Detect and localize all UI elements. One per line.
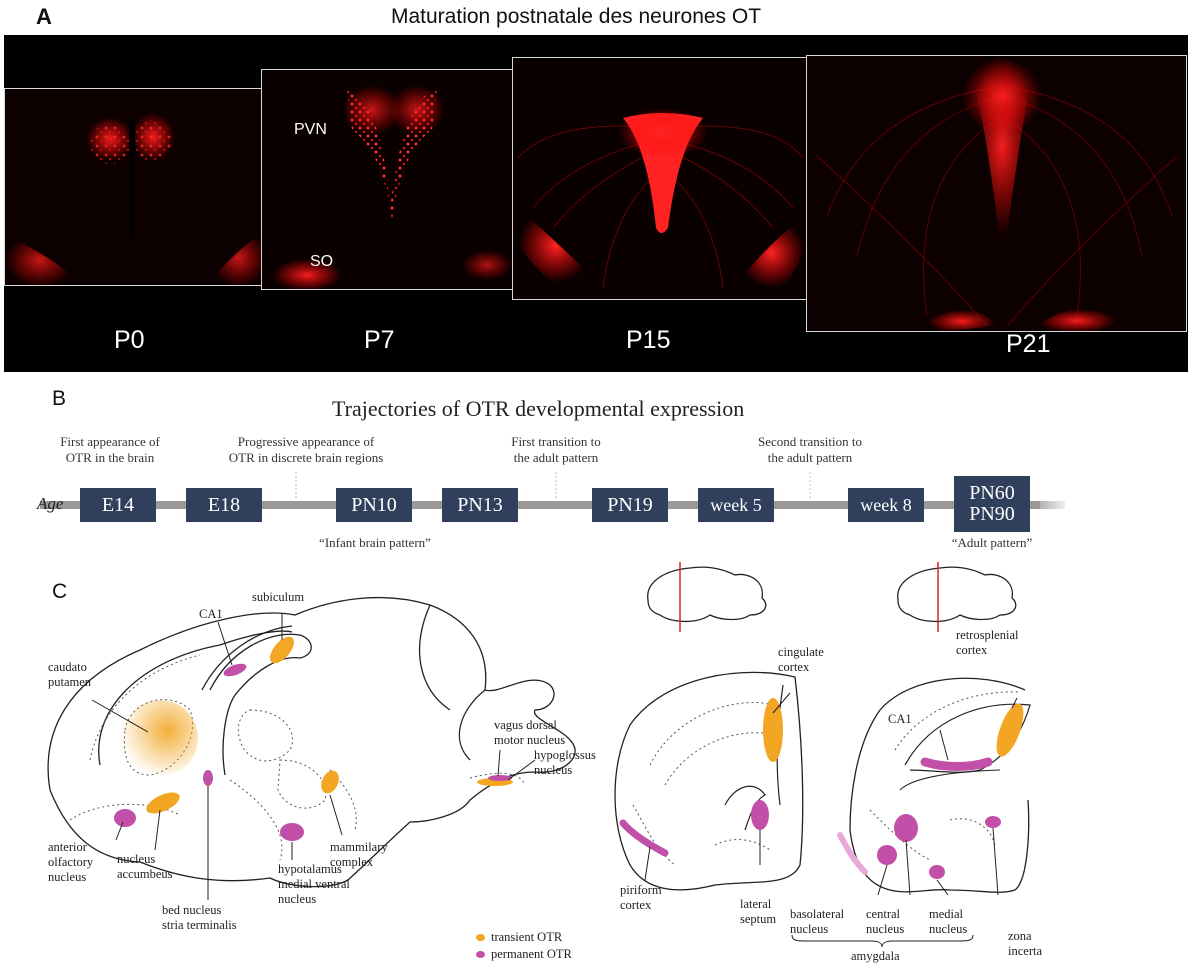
label-amygdala: amygdala bbox=[851, 949, 900, 963]
legend-item-permanent: permanent OTR bbox=[476, 947, 572, 962]
region-bed-nucleus bbox=[203, 770, 213, 786]
panel-a-title: Maturation postnatale des neurones OT bbox=[391, 5, 762, 28]
timeline-axis bbox=[40, 472, 1065, 509]
label-mammilary: mammilary complex bbox=[330, 840, 388, 869]
region-mammilary bbox=[321, 770, 339, 794]
stage-pn13: PN13 bbox=[442, 488, 518, 522]
label-vagus: vagus dorsal motor nucleus bbox=[494, 718, 566, 747]
label-lateral-septum: lateral septum bbox=[740, 897, 777, 926]
legend-label-transient: transient OTR bbox=[491, 930, 563, 944]
label-zona-incerta: zona incerta bbox=[1008, 929, 1043, 958]
age-label-p21: P21 bbox=[1006, 330, 1051, 358]
note-second-transition: Second transition to the adult pattern bbox=[758, 434, 862, 466]
age-label-p0: P0 bbox=[114, 326, 145, 354]
panel-a-letter: A bbox=[36, 4, 52, 29]
label-medial-nucleus: medial nucleus bbox=[929, 907, 968, 936]
label-hypoglossus: hypoglossus nucleus bbox=[534, 748, 596, 777]
region-ca1-coronal bbox=[920, 757, 993, 771]
panel-b-letter: B bbox=[52, 387, 67, 410]
stage-pn19: PN19 bbox=[592, 488, 668, 522]
stage-e18: E18 bbox=[186, 488, 262, 522]
label-ca1-coronal: CA1 bbox=[888, 712, 912, 726]
region-cingulate-cortex bbox=[763, 698, 783, 762]
label-bed-nucleus: bed nucleus stria terminalis bbox=[162, 903, 237, 932]
label-ca1-sagittal: CA1 bbox=[199, 607, 223, 621]
region-piriform-cortex bbox=[619, 819, 669, 857]
micrograph-p7-image bbox=[262, 70, 512, 289]
stage-week8: week 8 bbox=[848, 488, 924, 522]
region-subiculum bbox=[270, 636, 294, 664]
legend-label-permanent: permanent OTR bbox=[491, 947, 572, 961]
section-locator-icon-2 bbox=[897, 562, 1017, 632]
region-lateral-septum bbox=[751, 800, 769, 830]
note-infant-pattern: “Infant brain pattern” bbox=[319, 535, 431, 550]
label-nucleus-accumbens: nucleus accumbeus bbox=[117, 852, 173, 881]
region-ca1-sagittal bbox=[223, 663, 247, 677]
label-so: SO bbox=[310, 253, 334, 270]
region-retrosplenial-cortex bbox=[996, 703, 1024, 757]
stage-e14: E14 bbox=[80, 488, 156, 522]
region-hypothalamus bbox=[280, 823, 304, 841]
label-hypothalamus: hypotalamus medial ventral nucleus bbox=[278, 862, 350, 906]
region-zona-incerta bbox=[985, 816, 1001, 828]
age-label-p7: P7 bbox=[364, 326, 395, 354]
region-nucleus-accumbens bbox=[146, 792, 180, 814]
label-subiculum: subiculum bbox=[252, 590, 305, 604]
sagittal-brain-diagram bbox=[47, 596, 576, 900]
age-label-p15: P15 bbox=[626, 326, 671, 354]
note-progressive-appearance: Progressive appearance of OTR in discret… bbox=[228, 434, 384, 466]
coronal-section-2 bbox=[837, 677, 1031, 896]
legend-swatch-permanent bbox=[476, 951, 485, 958]
legend-swatch-transient bbox=[476, 934, 485, 941]
panel-c-letter: C bbox=[52, 580, 68, 603]
amygdala-bracket bbox=[791, 934, 974, 948]
coronal-section-1 bbox=[614, 671, 804, 891]
micrograph-p0-image bbox=[5, 89, 265, 285]
panel-b-title: Trajectories of OTR developmental expres… bbox=[332, 396, 745, 421]
stage-pn60-pn90: PN60 PN90 bbox=[954, 476, 1030, 532]
micrograph-p15 bbox=[512, 57, 807, 300]
stage-week5: week 5 bbox=[698, 488, 774, 522]
label-pvn: PVN bbox=[294, 121, 327, 138]
region-basolateral-nucleus bbox=[877, 845, 897, 865]
region-basolateral-edge bbox=[837, 832, 868, 875]
region-central-nucleus bbox=[894, 814, 918, 842]
note-first-appearance: First appearance of OTR in the brain bbox=[60, 434, 160, 466]
region-caudato-putamen bbox=[122, 700, 198, 776]
label-basolateral-nucleus: basolateral nucleus bbox=[790, 907, 845, 936]
region-vagus bbox=[488, 775, 512, 781]
micrograph-p15-image bbox=[513, 58, 806, 299]
label-cingulate-cortex: cingulate cortex bbox=[778, 645, 824, 674]
label-piriform-cortex: piriform cortex bbox=[620, 883, 662, 912]
micrograph-p0 bbox=[4, 88, 266, 286]
timeline-age-label: Age bbox=[37, 494, 64, 513]
region-medial-nucleus bbox=[929, 865, 945, 879]
legend: transient OTR permanent OTR bbox=[476, 930, 572, 962]
label-central-nucleus: central nucleus bbox=[866, 907, 905, 936]
micrograph-p21 bbox=[806, 55, 1187, 332]
section-locator-icon-1 bbox=[647, 562, 767, 632]
label-retrosplenial-cortex: retrosplenial cortex bbox=[956, 628, 1019, 657]
micrograph-p7: PVN SO bbox=[261, 69, 513, 290]
label-caudato-putamen: caudato putamen bbox=[48, 660, 92, 689]
micrograph-p21-image bbox=[807, 56, 1186, 331]
stage-pn10: PN10 bbox=[336, 488, 412, 522]
label-anterior-olfactory: anterior olfactory nucleus bbox=[48, 840, 94, 884]
note-adult-pattern: “Adult pattern” bbox=[951, 535, 1033, 550]
legend-item-transient: transient OTR bbox=[476, 930, 572, 945]
region-anterior-olfactory bbox=[114, 809, 136, 827]
note-first-transition: First transition to the adult pattern bbox=[511, 434, 601, 466]
